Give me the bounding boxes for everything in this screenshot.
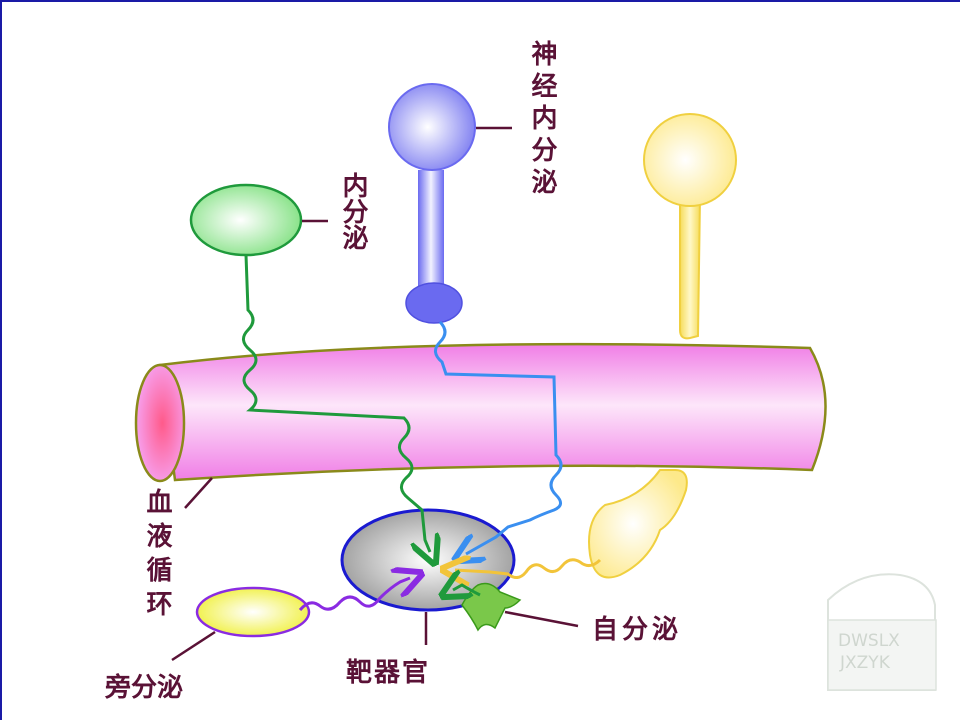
label-target-organ: 靶器官 (346, 657, 430, 688)
watermark-line2: JXZYK (839, 653, 891, 673)
yellow-terminal (588, 469, 688, 579)
neuroendocrine-neuron (388, 83, 476, 324)
autocrine-leader (504, 610, 579, 628)
label-neuroendocrine: 神经内分泌 (527, 40, 557, 200)
yellow-pathway (455, 560, 602, 578)
yellow-neuron-cell (643, 113, 737, 340)
autocrine-pathway (453, 585, 481, 595)
label-autocrine: 自分泌 (592, 614, 682, 645)
label-paracrine: 旁分泌 (104, 672, 183, 703)
label-endocrine: 内分泌 (338, 172, 368, 250)
blood-vessel (134, 342, 827, 483)
label-blood-circulation: 血液循环 (142, 488, 172, 624)
paracrine-pathway (298, 578, 410, 611)
blood-circulation-leader (184, 477, 213, 509)
slide-border-top (0, 0, 960, 2)
endocrine-cell (189, 183, 303, 257)
watermark: DWSLX JXZYK (827, 573, 937, 691)
watermark-line1: DWSLX (838, 631, 900, 651)
paracrine-leader (171, 630, 216, 662)
slide-border-left (0, 0, 2, 720)
neuroendocrine-pathway (434, 320, 563, 554)
paracrine-cell (195, 586, 311, 638)
endocrine-pathway (242, 254, 430, 552)
autocrine-cell (461, 582, 522, 632)
